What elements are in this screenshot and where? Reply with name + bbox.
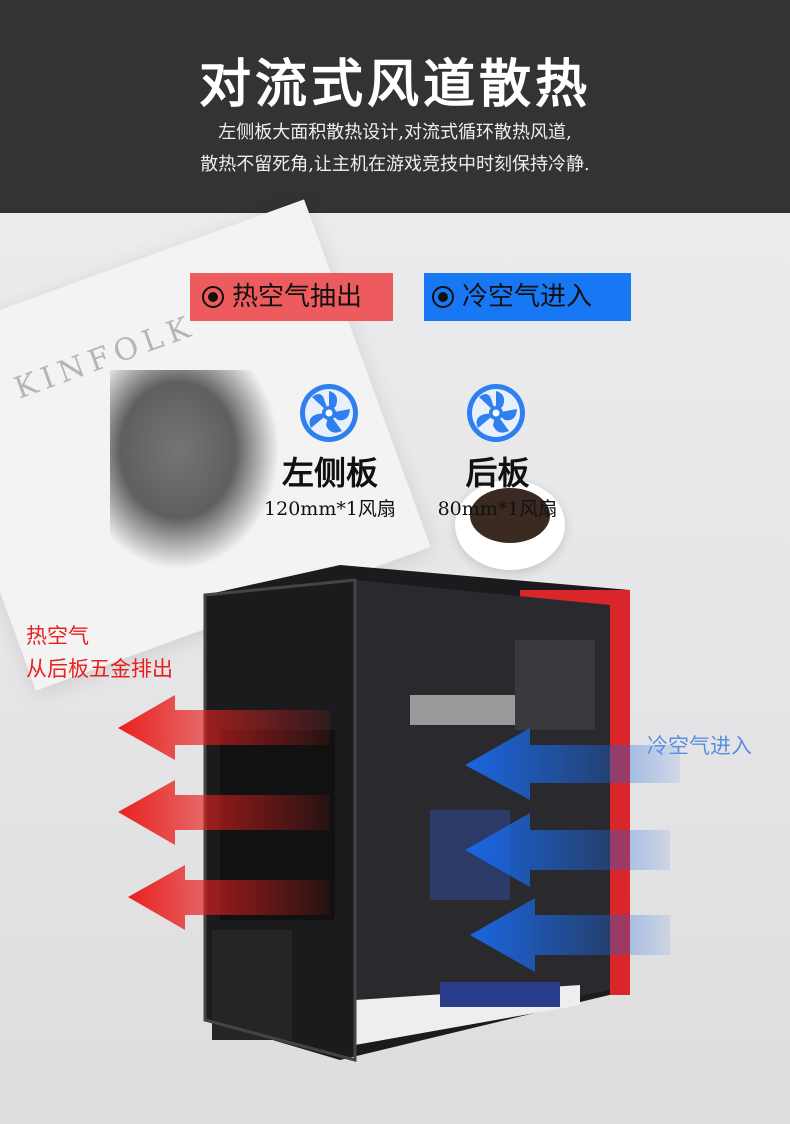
hot-air-arrows	[118, 695, 330, 930]
hot-air-arrow	[118, 780, 330, 845]
cold-air-arrows	[465, 728, 680, 972]
cold-air-arrow	[465, 813, 670, 887]
hot-air-line-2: 从后板五金排出	[26, 657, 173, 681]
hot-air-annotation: 热空气从后板五金排出	[26, 620, 173, 686]
cold-air-legend: 冷空气进入	[424, 273, 631, 321]
fan-position: 左侧板	[281, 454, 378, 492]
hot-air-legend: 热空气抽出	[190, 273, 393, 321]
radio-dot-icon	[202, 286, 224, 308]
header-banner: 对流式风道散热 左侧板大面积散热设计,对流式循环散热风道, 散热不留死角,让主机…	[0, 0, 790, 213]
radio-dot-icon	[432, 286, 454, 308]
subtitle-line-2: 散热不留死角,让主机在游戏竞技中时刻保持冷静.	[200, 154, 590, 175]
drive-cage	[515, 640, 595, 730]
ssd-tray	[440, 982, 560, 1007]
page-title: 对流式风道散热	[198, 54, 591, 115]
fan-position: 后板	[465, 454, 530, 492]
cold-air-annotation: 冷空气进入	[647, 734, 752, 758]
left-panel-fan-label: 左侧板 120mm*1风扇	[240, 448, 420, 521]
hot-air-line-1: 热空气	[26, 624, 89, 648]
fan-spec: 80mm*1风扇	[437, 498, 558, 520]
hot-air-arrow	[128, 865, 330, 930]
cold-air-label: 冷空气进入	[462, 282, 593, 312]
fan-icon	[300, 384, 358, 442]
hdd-bay	[410, 695, 515, 725]
expansion-slots	[212, 930, 292, 1040]
coffee-cup-image	[455, 480, 565, 570]
hot-air-arrow	[118, 695, 330, 760]
magazine-photo	[110, 370, 280, 570]
cold-air-arrow	[470, 898, 670, 972]
fan-spec: 120mm*1风扇	[264, 498, 396, 520]
subtitle-line-1: 左侧板大面积散热设计,对流式循环散热风道,	[218, 122, 572, 143]
cold-air-arrow	[465, 728, 680, 800]
hot-air-label: 热空气抽出	[232, 282, 363, 312]
fan-icon	[467, 384, 525, 442]
rear-panel-fan-label: 后板 80mm*1风扇	[410, 448, 585, 521]
